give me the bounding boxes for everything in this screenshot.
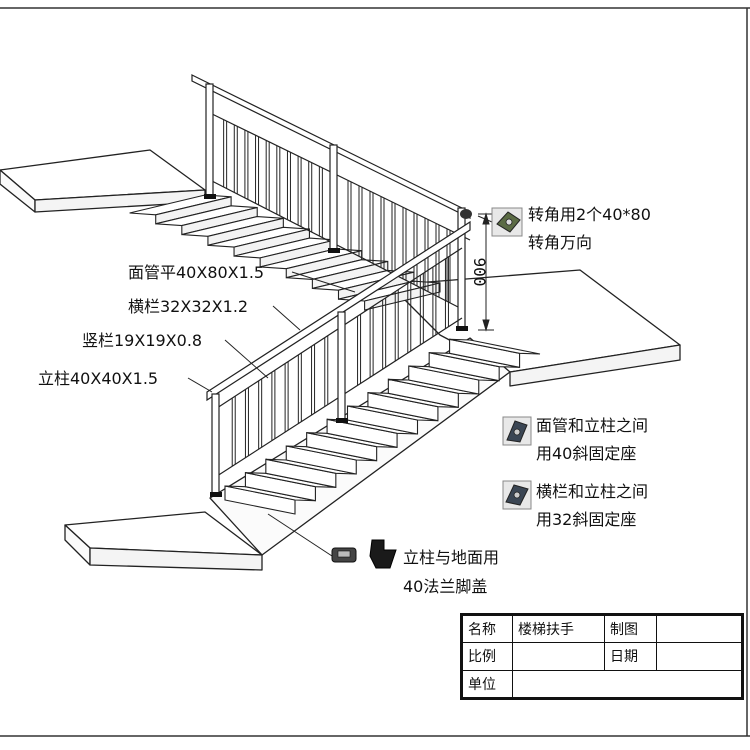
upper-post-1 (205, 83, 214, 197)
bracket-32-icon (502, 480, 532, 510)
name-value: 楼梯扶手 (512, 614, 605, 644)
leader-baluster (224, 339, 269, 379)
bottom-landing-front (89, 547, 263, 571)
flange-label-line2: 40法兰脚盖 (403, 577, 487, 596)
drawn-label: 制图 (604, 614, 657, 644)
scale-label: 比例 (462, 642, 513, 671)
lower-handrail (206, 220, 471, 402)
lower-post-1 (211, 393, 220, 495)
flange-3 (456, 326, 468, 331)
bracket40-label-line1: 面管和立柱之间 (536, 416, 648, 435)
rail-label: 横栏32X32X1.2 (128, 297, 248, 316)
dimension-arrow-bottom (482, 319, 490, 332)
title-block-row: 单位 (462, 669, 742, 699)
leader-corner (477, 215, 493, 223)
lower-post-2 (337, 311, 346, 421)
lower-flight (224, 338, 541, 515)
leader-post (187, 377, 213, 393)
flange-1 (204, 194, 216, 199)
bracket-40-icon (502, 416, 532, 446)
height-dimension (478, 212, 494, 332)
leader-rail (272, 305, 301, 331)
post-flanges (204, 194, 468, 497)
flange-cover-icon (331, 539, 397, 569)
middle-landing-front (509, 344, 681, 387)
upper-flight (129, 194, 441, 311)
scale-value (512, 642, 605, 671)
upper-post-2 (329, 144, 338, 251)
flange-5 (210, 492, 222, 497)
post-label: 立柱40X40X1.5 (38, 369, 158, 388)
handrail-label: 面管平40X80X1.5 (128, 263, 264, 282)
bracket40-label-line2: 用40斜固定座 (536, 444, 636, 463)
date-value (656, 642, 742, 671)
name-label: 名称 (462, 614, 513, 644)
flange-4 (336, 418, 348, 423)
corner-label-line2: 转角万向 (528, 233, 592, 252)
title-block: 名称 楼梯扶手 制图 比例 日期 单位 (460, 613, 744, 700)
height-dimension-text: 900 (470, 258, 489, 287)
title-block-row: 比例 日期 (462, 642, 742, 671)
date-label: 日期 (604, 642, 657, 671)
upper-top-rail (207, 111, 471, 241)
lower-step-tread (449, 338, 541, 355)
unit-value (512, 669, 742, 699)
corner-joint-cap (460, 209, 472, 219)
flange-2 (328, 248, 340, 253)
upper-railing (191, 74, 471, 329)
baluster-label: 竖栏19X19X0.8 (82, 331, 202, 350)
title-block-row: 名称 楼梯扶手 制图 (462, 614, 742, 644)
bracket32-label-line2: 用32斜固定座 (536, 510, 636, 529)
corner-swivel-icon (491, 207, 523, 237)
leader-lines (187, 215, 493, 557)
bracket32-label-line1: 横栏和立柱之间 (536, 482, 648, 501)
title-block-table: 名称 楼梯扶手 制图 比例 日期 单位 (462, 614, 742, 699)
corner-joint (460, 209, 472, 219)
corner-label-line1: 转角用2个40*80 (528, 205, 651, 224)
unit-label: 单位 (462, 669, 513, 699)
leader-handrail (291, 271, 356, 293)
flange-label-line1: 立柱与地面用 (403, 548, 499, 567)
leader-flange (267, 513, 333, 557)
drawn-value (656, 614, 742, 644)
